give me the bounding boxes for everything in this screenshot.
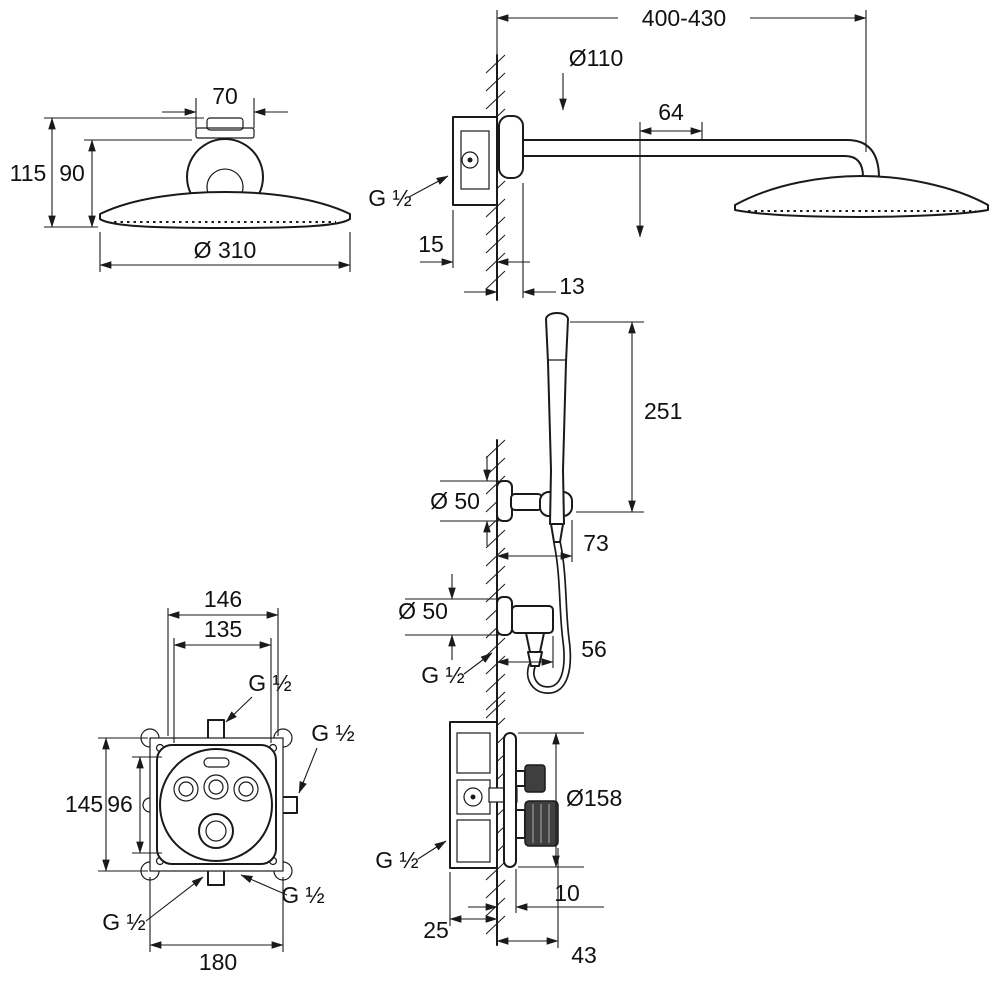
arm-escutcheon	[498, 115, 524, 179]
dim-400-430: 400-430	[496, 5, 867, 152]
dim-146-label: 146	[204, 586, 242, 612]
dim-64: 64	[636, 99, 703, 238]
dim-25-label: 25	[423, 917, 449, 943]
dim-73-label: 73	[583, 530, 609, 556]
shower-head-front-view: 70 115 90 Ø 310	[10, 83, 351, 272]
dim-70: 70	[162, 83, 288, 128]
select-knob-side	[524, 764, 546, 793]
dim-43-label: 43	[571, 942, 597, 968]
large-knob-neck	[515, 809, 526, 839]
shower-arm-bottom	[522, 155, 864, 178]
dim-96-label: 96	[107, 791, 133, 817]
dim-56-label: 56	[581, 636, 607, 662]
dim-73: 73	[496, 520, 609, 562]
dim-70-label: 70	[212, 83, 238, 109]
top-port	[207, 719, 225, 741]
thread-bottom-left-label: G ½	[102, 909, 145, 935]
dim-310-label: Ø 310	[194, 237, 257, 263]
thread-label-top: G ½	[225, 670, 292, 723]
logo-pill	[203, 757, 230, 768]
dim-135-label: 135	[204, 616, 242, 642]
dim-43: 43	[496, 848, 597, 968]
shower-head-side-view: 400-430 Ø110 64 G ½ 15 13	[368, 5, 989, 301]
dim-15: 15	[418, 210, 530, 268]
outlet-escutcheon	[496, 596, 513, 636]
dim-25: 25	[423, 872, 498, 943]
dim-10: 10	[468, 869, 604, 913]
dim-90-label: 90	[59, 160, 85, 186]
thread-top-label: G ½	[248, 670, 291, 696]
ceiling-bracket	[195, 117, 255, 139]
dim-50-outlet-label: Ø 50	[398, 598, 448, 624]
concealed-arm-box	[452, 116, 498, 206]
thermostat-knob	[198, 813, 234, 849]
hose-nut	[550, 523, 564, 543]
thread-arm-label: G ½	[368, 185, 411, 211]
thread-label-outlet: G ½	[421, 652, 493, 688]
thread-label-arm: G ½	[368, 175, 449, 211]
dim-13: 13	[464, 183, 585, 299]
dim-145-96: 145 96	[65, 737, 162, 872]
dim-158: Ø158	[518, 732, 622, 868]
hand-shower-wand	[545, 312, 569, 525]
plate-edge	[503, 732, 517, 868]
outlet-body	[511, 605, 554, 634]
thread-label-bottom-left: G ½	[102, 876, 204, 935]
hand-shower-view: 251 Ø 50 73 Ø 50 56 G ½	[398, 312, 682, 713]
shower-head-side-outline	[734, 175, 989, 218]
dim-400-430-label: 400-430	[642, 5, 726, 31]
dim-56: 56	[496, 636, 607, 668]
thermostat-front-view: 146 135 G ½ G ½ 145 96 G ½ G	[65, 586, 355, 975]
dim-251-label: 251	[644, 398, 682, 424]
dim-180-label: 180	[199, 949, 237, 975]
dim-50-outlet: Ø 50	[398, 574, 499, 660]
dim-251: 251	[570, 321, 682, 513]
small-knob-neck	[515, 770, 526, 787]
dim-135: 135	[173, 616, 272, 743]
dim-64-label: 64	[658, 99, 684, 125]
dim-115-90: 115 90	[10, 117, 204, 228]
dim-115-label: 115	[10, 160, 47, 186]
select-buttons	[173, 774, 259, 802]
thread-right-label: G ½	[311, 720, 354, 746]
thread-label-bottom-right: G ½	[240, 874, 325, 908]
thermostat-side-view: G ½ Ø158 10 43 25	[375, 699, 622, 968]
dim-50-holder: Ø 50	[430, 456, 499, 546]
thread-label-right: G ½	[298, 720, 355, 794]
thread-outlet-label: G ½	[421, 662, 464, 688]
outlet-nipple	[525, 632, 545, 653]
dim-145-label: 145	[65, 791, 103, 817]
thread-bottom-right-label: G ½	[281, 882, 324, 908]
holder-arm	[510, 493, 543, 511]
dim-146: 146	[167, 586, 279, 736]
shower-arm-top	[522, 139, 880, 179]
ball-joint-inner	[206, 168, 244, 194]
dim-158-label: Ø158	[566, 785, 622, 811]
wall-hatching-middle	[485, 439, 506, 711]
outlet-hose-nut	[527, 651, 543, 667]
ball-joint-dome	[186, 138, 264, 195]
thread-label-rear: G ½	[375, 840, 447, 873]
dim-50-holder-label: Ø 50	[430, 488, 480, 514]
dim-110: Ø110	[559, 45, 624, 111]
thread-rear-label: G ½	[375, 847, 418, 873]
shower-head-outline	[99, 191, 351, 229]
dim-180: 180	[149, 877, 284, 975]
dim-110-label: Ø110	[569, 45, 624, 71]
dim-310: Ø 310	[99, 232, 351, 272]
dim-13-label: 13	[559, 273, 585, 299]
dim-15-label: 15	[418, 231, 444, 257]
holder-escutcheon	[496, 480, 513, 522]
